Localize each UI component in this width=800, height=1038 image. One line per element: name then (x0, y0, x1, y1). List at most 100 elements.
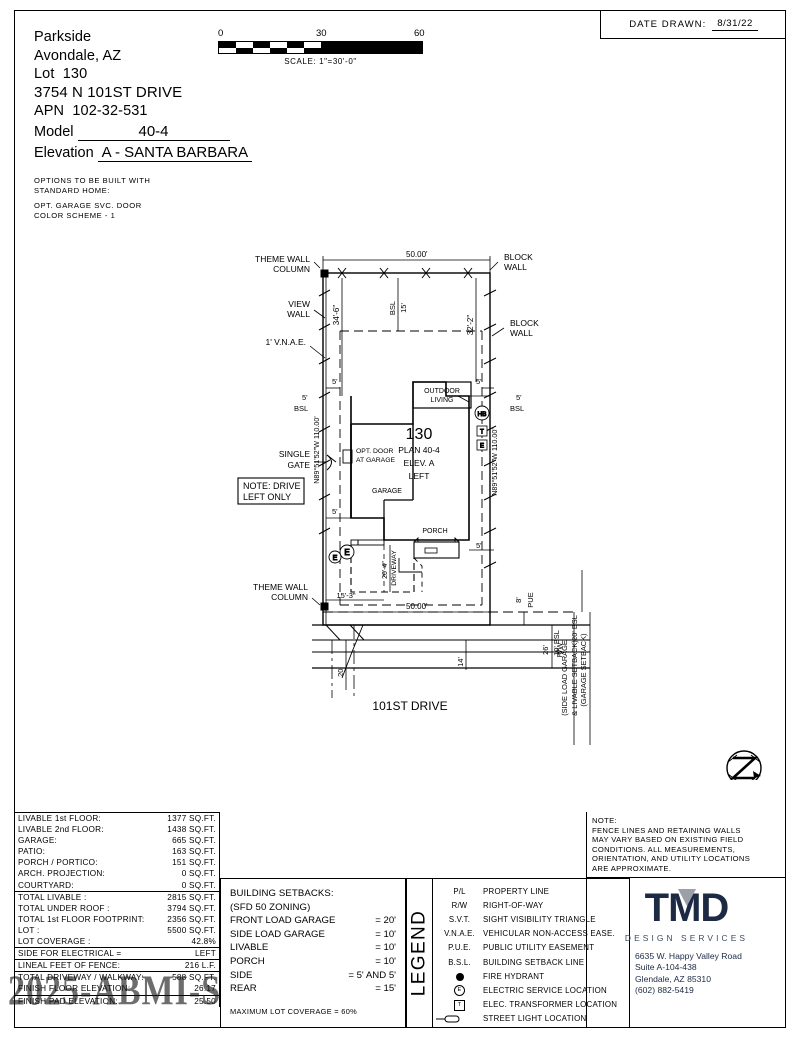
area-row: LOT COVERAGE :42.8% (15, 936, 220, 948)
area-row-value: 0 SQ.FT. (181, 880, 216, 890)
area-row-label: GARAGE: (18, 836, 58, 846)
lot-line: Lot 130 (34, 65, 324, 84)
setback-row: LIVABLE= 10' (230, 941, 396, 955)
label-side-load-setback-1: (SIDE LOAD GARAGE (560, 640, 569, 716)
dim-side-5-lower-left: 5' (332, 507, 338, 516)
legend-item-text: ELECTRIC SERVICE LOCATION (483, 985, 607, 995)
area-row-value: 163 SQ.FT. (172, 847, 216, 857)
area-row-value: 42.8% (191, 937, 216, 947)
model-label: Model (34, 123, 74, 140)
dim-side-5-right: 5' (476, 377, 482, 386)
model-value: 40-4 (77, 123, 230, 141)
area-summary-table: LIVABLE 1st FLOOR:1377 SQ.FT.LIVABLE 2nd… (14, 812, 220, 1007)
label-single-gate-2: GATE (287, 460, 310, 470)
area-row-value: 3794 SQ.FT. (167, 903, 216, 913)
area-row: LIVABLE 1st FLOOR: 1377 SQ.FT. (15, 813, 220, 825)
note-line: ARE APPROXIMATE. (592, 863, 672, 873)
elevation-value: A - SANTA BARBARA (97, 144, 253, 162)
label-garage-setback-text: (GARAGE SETBACK) (579, 633, 588, 706)
area-row: TOTAL LIVABLE :2815 SQ.FT. (14, 890, 220, 903)
area-row-label: TOTAL 1st FLOOR FOOTPRINT: (18, 914, 145, 924)
area-row-value: 216 L.F. (159, 959, 220, 972)
option-item-2: COLOR SCHEME - 1 (34, 210, 116, 220)
elevation-row: Elevation A - SANTA BARBARA (34, 144, 324, 162)
note-line: CONDITIONS. ALL MEASUREMENTS, (592, 844, 736, 854)
site-plan-drawing: E E HB T E THEME WALL COLUMN VIEW WALL 1… (14, 200, 786, 780)
area-row-value: 1377 SQ.FT. (167, 814, 216, 823)
dim-side-bsl-right-text: BSL (510, 404, 524, 413)
area-row: LIVABLE 2nd FLOOR:1438 SQ.FT. (15, 824, 220, 835)
legend-item-text: PROPERTY LINE (483, 886, 550, 896)
area-row-label: ARCH. PROJECTION: (18, 869, 106, 879)
dim-street-20: 20' (336, 667, 345, 677)
svg-text:T: T (480, 430, 484, 436)
setback-row: REAR= 15' (230, 982, 396, 996)
label-side-load-setback-num: 10' BSL (552, 630, 561, 656)
area-row: FINISH FLOOR ELEVATION:26.17 (15, 983, 220, 995)
legend-item-text: FIRE HYDRANT (483, 971, 545, 981)
setback-label: LIVABLE (230, 942, 269, 954)
options-header-line-2: STANDARD HOME: (34, 185, 110, 195)
label-vnae: 1' V.N.A.E. (265, 337, 306, 347)
scale-tick-labels: 0 30 60 (218, 28, 433, 41)
dim-side-bsl-left-text: BSL (294, 404, 308, 413)
date-drawn-value: 8/31/22 (712, 18, 758, 31)
area-row: TOTAL 1st FLOOR FOOTPRINT: 2356 SQ.FT. (15, 914, 220, 925)
label-note-drive-2: LEFT ONLY (243, 492, 291, 502)
lot-label: Lot (34, 66, 55, 82)
community-name: Parkside (34, 29, 92, 45)
dim-right-depth: 32'-2" (466, 315, 475, 336)
area-row: TOTAL DRIVEWAY / WALKWAY:588 SQ.FT. (14, 971, 220, 984)
tmd-logo: TMD (587, 886, 786, 932)
area-row: GARAGE:665 SQ.FT. (15, 835, 220, 846)
dim-rear-bsl-num: 15' (399, 303, 408, 313)
options-header-line-1: OPTIONS TO BE BUILT WITH (34, 176, 151, 185)
svg-text:E: E (333, 555, 338, 562)
scale-bar: 0 30 60 SCALE: 1"=30'-0" (218, 28, 433, 66)
area-row: LOT :5500 SQ.FT. (15, 925, 220, 936)
options-block: OPTIONS TO BE BUILT WITH STANDARD HOME: … (34, 176, 284, 220)
note-line: FENCE LINES AND RETAINING WALLS (592, 825, 741, 835)
area-row-value: 2356 SQ.FT. (167, 914, 216, 924)
dim-side-bsl-left-num: 5' (302, 393, 308, 402)
legend-abbrev: V.N.A.E. (444, 929, 475, 939)
setback-row: SIDE= 5' AND 5' (230, 969, 396, 983)
dim-front-width: 50.00' (406, 250, 428, 259)
area-row: PATIO:163 SQ.FT. (15, 846, 220, 857)
dim-driveway-width: 15'-3" (336, 591, 355, 600)
note-line: ORIENTATION, AND UTILITY LOCATIONS (592, 854, 751, 863)
area-row-value: 5500 SQ.FT. (167, 925, 216, 935)
setback-label: SIDE LOAD GARAGE (230, 928, 325, 940)
address-line-2: Suite A-104-438 (635, 962, 697, 973)
area-row: PORCH / PORTICO:151 SQ.FT. (15, 857, 220, 868)
legend-item: STREET LIGHT LOCATION (436, 1012, 627, 1026)
option-item-1: OPT. GARAGE SVC. DOOR (34, 201, 142, 211)
dim-rear-bsl-text: BSL (388, 301, 397, 315)
legend-item: B.S.L.BUILDING SETBACK LINE (436, 955, 627, 969)
label-driveway: DRIVEWAY (391, 550, 398, 586)
dim-driveway-depth: 20'-4" (382, 561, 389, 579)
setback-value: = 10' (375, 955, 396, 967)
legend-item-text: ELEC. TRANSFORMER LOCATION (483, 1000, 618, 1010)
setback-value: = 10' (375, 928, 396, 940)
dim-pue-text: PUE (526, 592, 535, 607)
area-row-value: 26.17 (194, 984, 216, 994)
apn-label: APN (34, 103, 65, 119)
area-row-label: TOTAL LIVABLE : (14, 890, 160, 903)
area-row-label: LIVABLE 2nd FLOOR: (18, 825, 104, 835)
setback-value: = 5' AND 5' (348, 969, 396, 981)
legend-heading-text: LEGEND (408, 909, 430, 997)
legend-item: FIRE HYDRANT (436, 969, 627, 983)
area-row-value: 2815 SQ.FT. (159, 890, 220, 903)
area-row-label: LIVABLE 1st FLOOR: (18, 814, 102, 823)
label-plan-elevation: ELEV. A (404, 458, 435, 468)
dim-rw-text: R/W (555, 642, 564, 658)
area-row-label: TOTAL UNDER ROOF : (18, 903, 110, 913)
label-theme-wall-column-top-2: COLUMN (273, 264, 310, 274)
dim-pue-num: 8' (514, 597, 523, 603)
legend-abbrev: S.V.T. (448, 914, 471, 924)
area-row-label: LINEAL FEET OF FENCE: (14, 959, 160, 972)
legend-item-text: VEHICULAR NON-ACCESS EASE. (483, 929, 615, 939)
label-opt-door-1: OPT. DOOR (356, 448, 393, 455)
